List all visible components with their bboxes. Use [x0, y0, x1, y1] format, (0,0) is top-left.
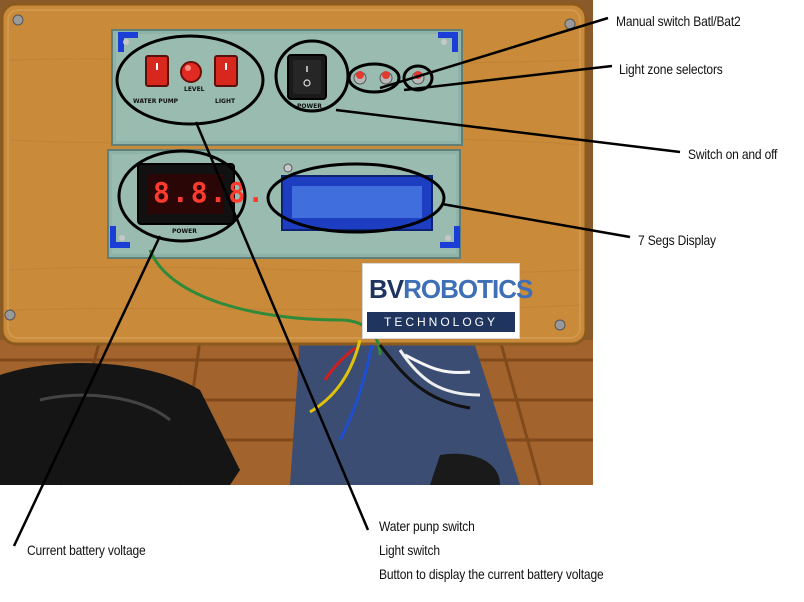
water-pump-label: WATER PUMP: [133, 98, 179, 105]
toggle-switch-icon: [353, 71, 367, 85]
light-label: LIGHT: [215, 98, 236, 105]
person-legs: [290, 330, 520, 485]
annotation-water-pump: Water punp switch: [379, 518, 475, 534]
toggle-switch-icon: [379, 71, 393, 85]
leader-7seg: [441, 202, 631, 239]
annotation-manual-switch: Manual switch Batl/Bat2: [616, 13, 741, 29]
leader-zone: [403, 64, 613, 92]
circle-lcd: [266, 162, 446, 234]
leader-switch-group: [194, 121, 370, 531]
corner-brackets: [110, 32, 460, 248]
voltmeter-power-label: POWER: [172, 228, 197, 235]
level-button[interactable]: [180, 61, 202, 83]
brand-tagline: TECHNOLOGY: [367, 312, 515, 332]
power-switch-label: POWER: [297, 103, 322, 110]
brand-logo: BVROBOTICS TECHNOLOGY: [362, 263, 533, 339]
annotation-battery-voltage: Current battery voltage: [27, 542, 146, 558]
level-label: LEVEL: [184, 86, 205, 93]
rocker-switch-icon: [214, 55, 238, 87]
annotation-voltage-button: Button to display the current battery vo…: [379, 566, 604, 582]
light-switch[interactable]: [214, 55, 238, 87]
circle-light-zone: [347, 62, 401, 94]
annotation-light-switch: Light switch: [379, 542, 440, 558]
chair: [0, 363, 240, 485]
circle-manual-switch: [402, 64, 434, 92]
circle-switch-group: [115, 34, 265, 126]
light-zone-selectors[interactable]: [353, 71, 393, 85]
annotation-switch-group: Water punp switch Light switch Button to…: [379, 514, 604, 586]
brand-name-accent: ROBOTICS: [403, 274, 533, 304]
circle-voltmeter: [117, 149, 247, 243]
leader-battery: [12, 235, 162, 547]
brand-name: BVROBOTICS: [369, 274, 533, 305]
leader-manual: [379, 16, 609, 90]
power-switch[interactable]: [287, 54, 327, 100]
brand-name-dark: BV: [369, 274, 404, 304]
voltmeter: [137, 163, 235, 225]
annotation-7seg-display: 7 Segs Display: [638, 232, 716, 248]
annotation-switch-on-off: Switch on and off: [688, 146, 778, 162]
lcd-display: [281, 175, 433, 231]
water-pump-switch[interactable]: [145, 55, 169, 87]
rocker-switch-icon: [293, 60, 321, 94]
rocker-switch-icon: [145, 55, 169, 87]
circle-power-switch: [274, 39, 350, 113]
annotation-light-zone: Light zone selectors: [619, 61, 723, 77]
leader-onoff: [335, 108, 681, 154]
